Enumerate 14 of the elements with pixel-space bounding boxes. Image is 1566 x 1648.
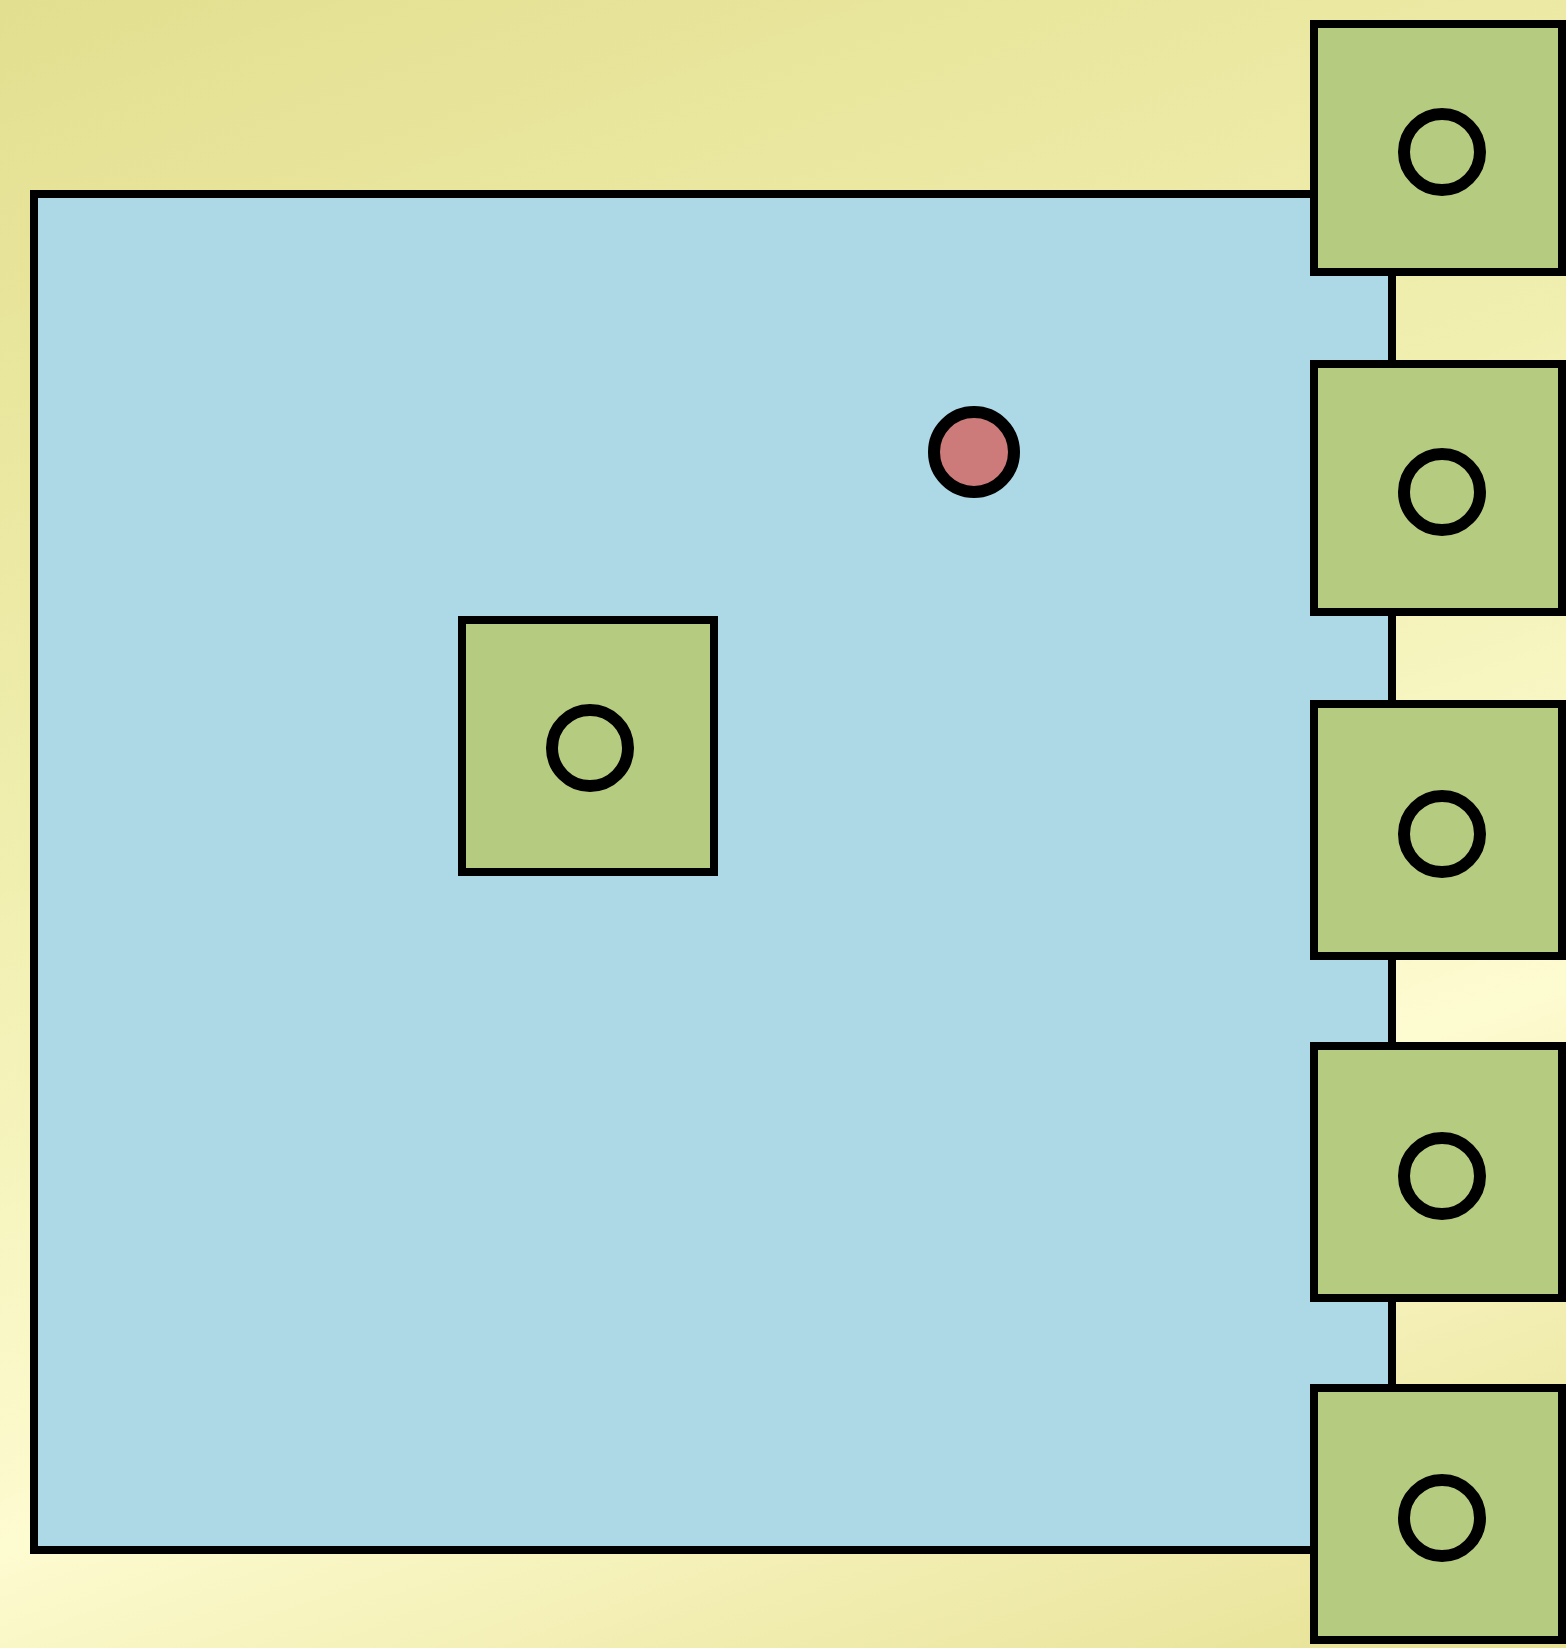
tile xyxy=(1310,360,1566,616)
dot-marker xyxy=(928,406,1020,498)
panel xyxy=(30,190,1396,1554)
ring-marker xyxy=(1398,1474,1486,1562)
ring-marker xyxy=(1398,108,1486,196)
tile xyxy=(1310,1042,1566,1302)
ring-marker xyxy=(1398,448,1486,536)
tile xyxy=(458,616,718,876)
ring-marker xyxy=(1398,790,1486,878)
ring-marker xyxy=(546,704,634,792)
tile xyxy=(1310,1384,1566,1644)
tile xyxy=(1310,20,1566,276)
tile xyxy=(1310,700,1566,960)
ring-marker xyxy=(1398,1132,1486,1220)
